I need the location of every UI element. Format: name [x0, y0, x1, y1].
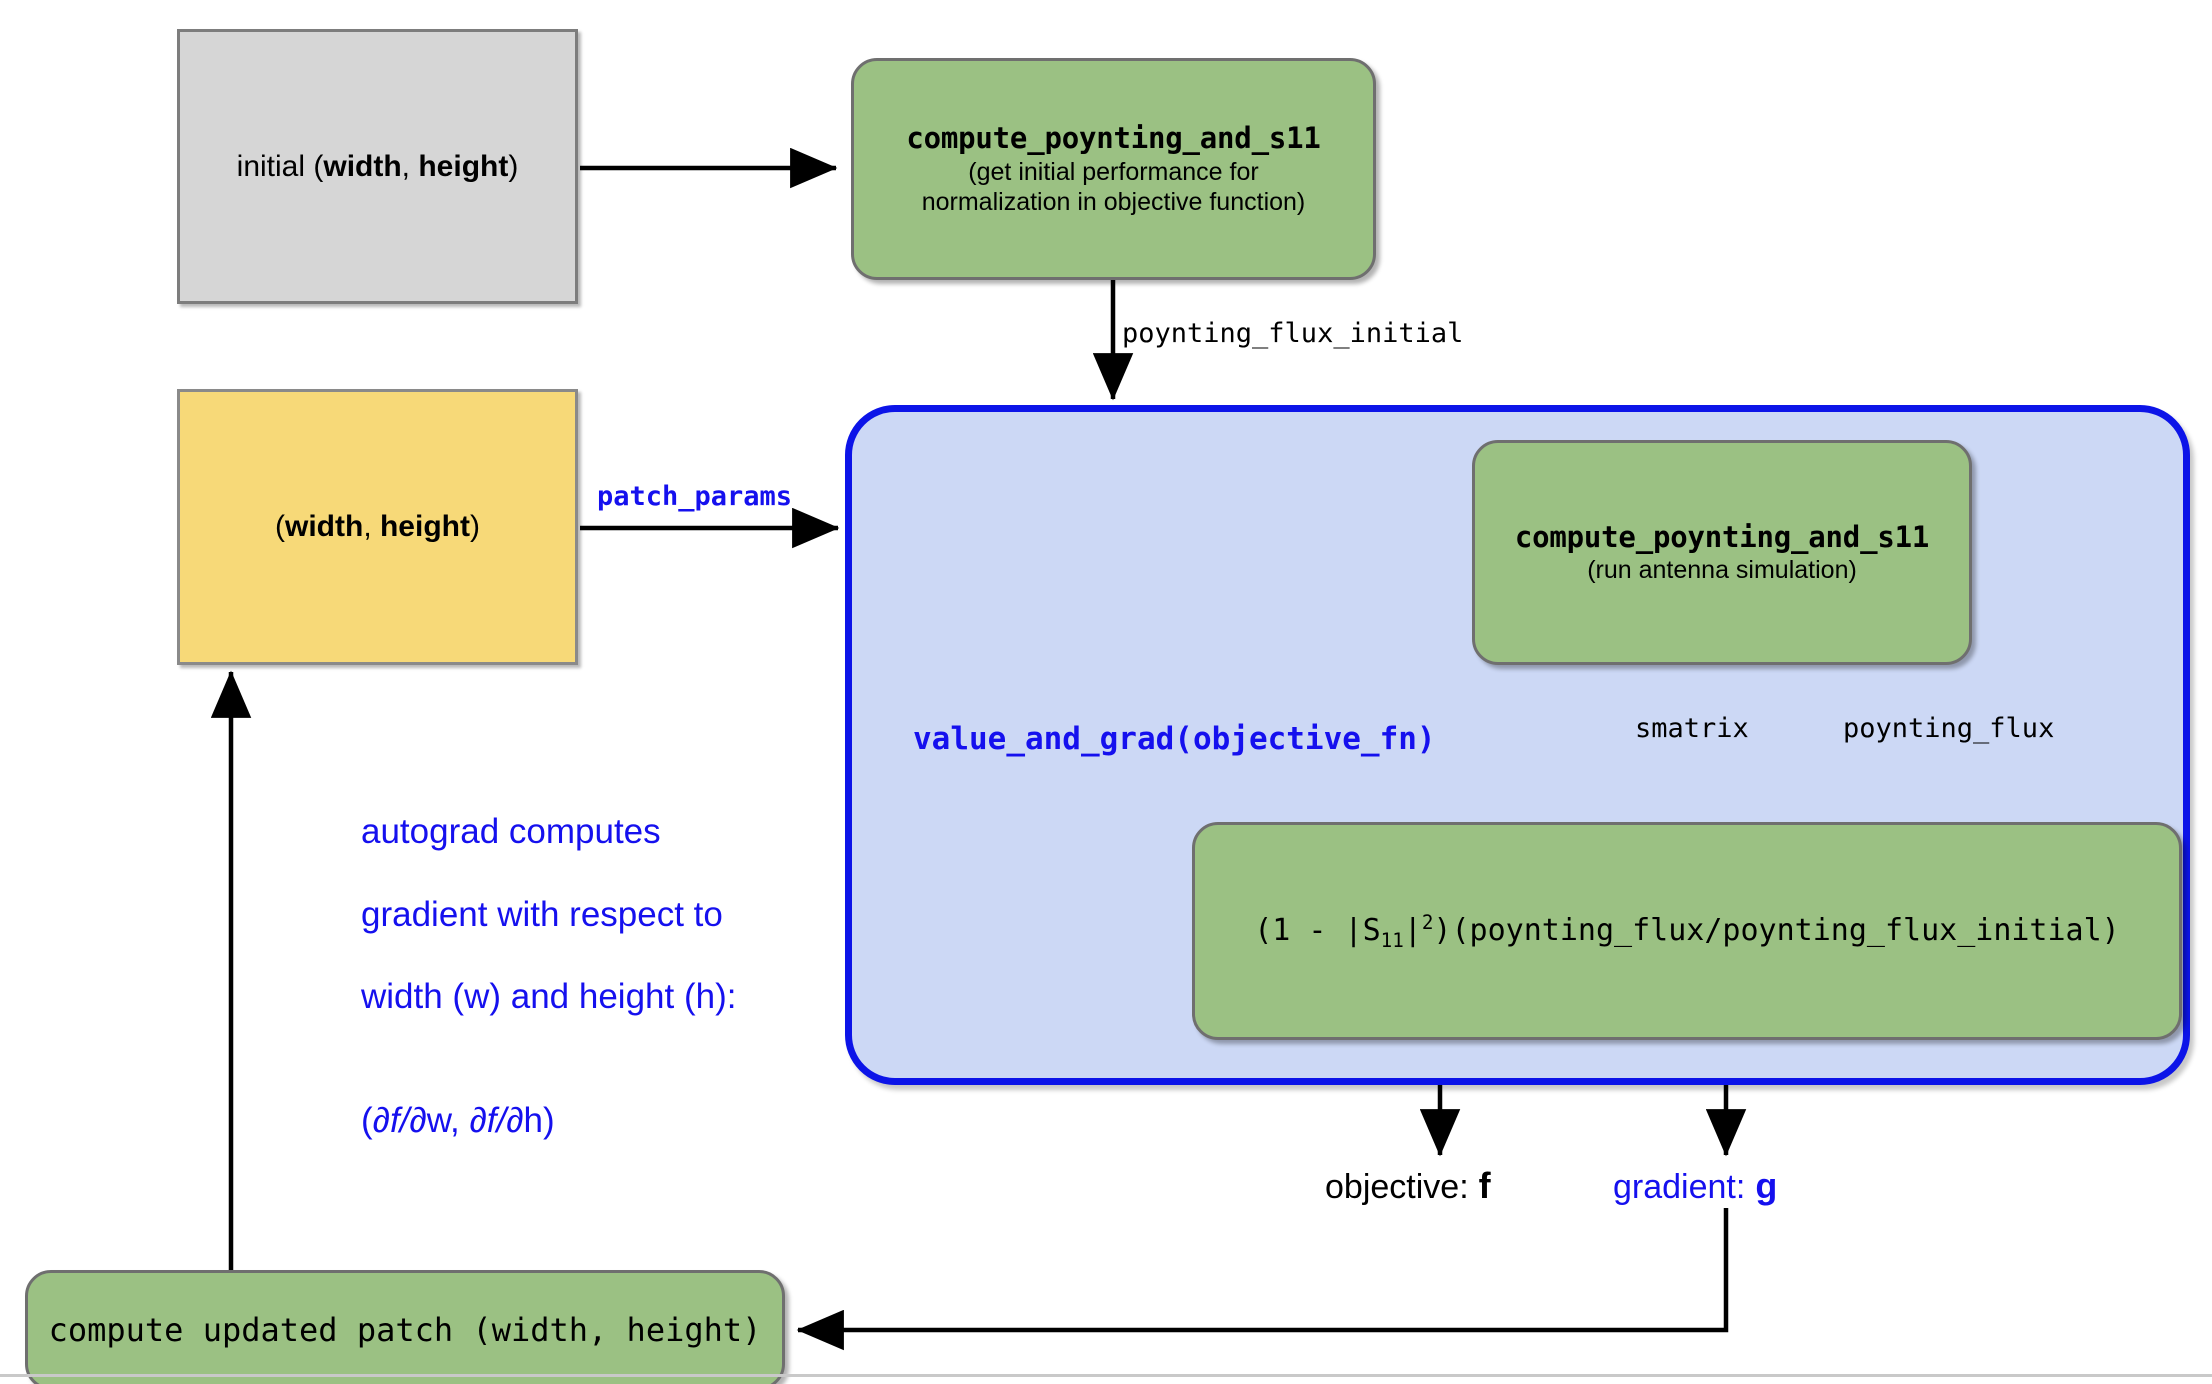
initial-params-label: initial (width, height) [236, 149, 519, 183]
autograd-note: autograd computes gradient with respect … [361, 770, 861, 1183]
edge-label-poynting-flux: poynting_flux [1843, 713, 2055, 744]
edge-label-patch-params: patch_params [597, 481, 793, 512]
compute-simulation-box[interactable]: compute_poynting_and_s11 (run antenna si… [1472, 440, 1972, 665]
compute-updated-patch-label: compute updated patch (width, height) [48, 1311, 762, 1349]
compute-initial-performance-box[interactable]: compute_poynting_and_s11 (get initial pe… [851, 58, 1376, 280]
compute-initial-subtitle-line2: normalization in objective function) [921, 188, 1306, 217]
objective-output-symbol: f [1478, 1165, 1491, 1206]
footer-divider [0, 1374, 2212, 1377]
gradient-output: gradient:g [1613, 1165, 1777, 1207]
initial-params-box[interactable]: initial (width, height) [177, 29, 578, 304]
gradient-output-symbol: g [1755, 1165, 1778, 1206]
autograd-note-line-3: width (w) and height (h): [361, 977, 737, 1017]
patch-params-box[interactable]: (width, height) [177, 389, 578, 665]
objective-output: objective:f [1325, 1165, 1491, 1207]
autograd-note-line-2: gradient with respect to [361, 894, 723, 934]
compute-initial-subtitle-line1: (get initial performance for [968, 157, 1259, 186]
edge-label-poynting-flux-initial: poynting_flux_initial [1122, 318, 1464, 349]
edge-label-smatrix: smatrix [1635, 713, 1749, 744]
patch-params-label: (width, height) [275, 510, 480, 543]
compute-simulation-title: compute_poynting_and_s11 [1514, 520, 1930, 555]
compute-initial-title: compute_poynting_and_s11 [906, 121, 1321, 156]
value-and-grad-tag: value_and_grad(objective_fn) [913, 721, 1436, 757]
autograd-note-line-4: (∂f/∂w, ∂f/∂h) [361, 1101, 555, 1141]
objective-formula-text: (1 - |S11|2)(poynting_flux/poynting_flux… [1254, 910, 2120, 952]
objective-formula-box[interactable]: (1 - |S11|2)(poynting_flux/poynting_flux… [1192, 822, 2182, 1040]
compute-simulation-subtitle: (run antenna simulation) [1587, 556, 1857, 585]
compute-updated-patch-box[interactable]: compute updated patch (width, height) [25, 1270, 785, 1384]
gradient-output-label: gradient: [1613, 1168, 1746, 1206]
autograd-note-line-1: autograd computes [361, 812, 661, 852]
objective-output-label: objective: [1325, 1168, 1469, 1206]
